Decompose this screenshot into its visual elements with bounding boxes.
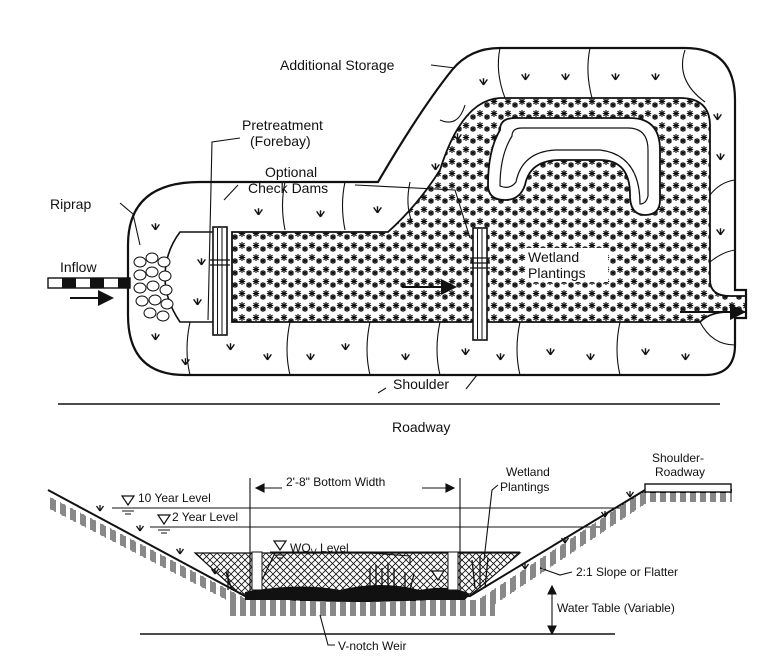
- water-table-dimension: [547, 584, 557, 636]
- section-plants: [225, 556, 489, 591]
- deep-pool-inner: [499, 127, 649, 205]
- section-view: 2'-8" Bottom Width Shoulder- Roadway Wet…: [47, 451, 732, 653]
- plan-leader-lines: [119, 64, 478, 394]
- label-additional-storage: Additional Storage: [280, 57, 395, 73]
- riprap: [133, 252, 174, 322]
- inflow-pipe: [47, 277, 131, 306]
- soil-bottom: [230, 600, 495, 616]
- label-ten-year-level: 10 Year Level: [138, 491, 211, 505]
- bottom-width-label-backing: [282, 474, 422, 490]
- label-optional: Optional: [265, 164, 317, 180]
- label-riprap: Riprap: [50, 196, 91, 212]
- label-check-dams: Check Dams: [248, 180, 328, 196]
- check-dam-forebay: [210, 226, 230, 336]
- label-shoulder-roadway-2: Roadway: [655, 465, 705, 479]
- label-slope: 2:1 Slope or Flatter: [576, 565, 678, 579]
- section-leader-lines: [319, 484, 573, 646]
- forebay-area: [164, 231, 216, 323]
- label-wqv-level: WQV Level: [290, 541, 349, 557]
- label-plantings: Plantings: [528, 265, 586, 281]
- label-v-notch-weir: V-notch Weir: [338, 639, 406, 653]
- label-shoulder: Shoulder: [393, 376, 449, 392]
- wetland-label-backing: [526, 248, 608, 282]
- label-inflow: Inflow: [60, 259, 97, 275]
- label-roadway: Roadway: [392, 419, 450, 435]
- weir-notch: [261, 552, 278, 581]
- label-wetland: Wetland: [528, 249, 579, 265]
- soil-left: [48, 496, 258, 616]
- label-section-plantings: Plantings: [500, 480, 549, 494]
- label-section-wetland: Wetland: [506, 465, 550, 479]
- label-water-table: Water Table (Variable): [557, 601, 675, 615]
- root-mass: [245, 585, 470, 600]
- level-ticks: [122, 510, 286, 559]
- label-forebay: (Forebay): [250, 133, 311, 149]
- label-two-year-level: 2 Year Level: [172, 510, 238, 524]
- level-markers: [120, 495, 446, 582]
- label-shoulder-roadway-1: Shoulder-: [652, 451, 704, 465]
- plan-view: Additional Storage Pretreatment (Forebay…: [47, 46, 748, 435]
- bank-scallops: [186, 47, 736, 376]
- label-pretreatment: Pretreatment: [242, 117, 323, 133]
- check-dam-main: [470, 227, 490, 341]
- label-bottom-width: 2'-8" Bottom Width: [286, 475, 385, 489]
- swale-profile: [47, 489, 732, 602]
- soil-right: [470, 490, 732, 614]
- shoulder-roadway-slab: [644, 483, 732, 493]
